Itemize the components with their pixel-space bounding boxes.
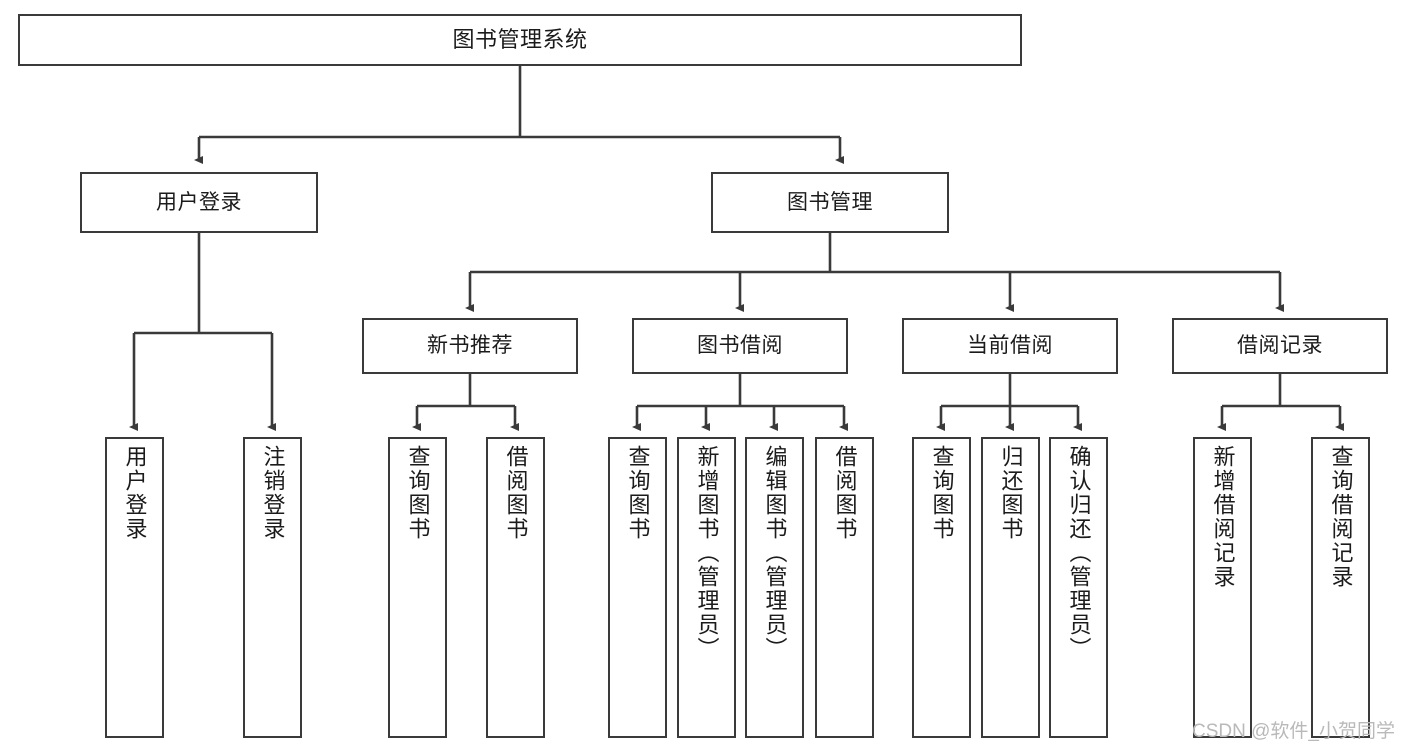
node-root-system[interactable]: 图书管理系统	[18, 14, 1022, 66]
leaf-newbook-borrow-book[interactable]: 借阅图书	[486, 437, 545, 738]
node-label: 图书管理	[787, 190, 873, 214]
leaf-borrow-add-book-admin[interactable]: 新增图书（管理员）	[677, 437, 736, 738]
leaf-user-login-signout[interactable]: 注销登录	[243, 437, 302, 738]
leaf-current-query-book[interactable]: 查询图书	[912, 437, 971, 738]
node-label: 图书借阅	[697, 334, 783, 358]
node-label: 确认归还（管理员）	[1066, 445, 1092, 661]
node-label: 借阅图书	[503, 445, 529, 541]
node-user-login[interactable]: 用户登录	[80, 172, 318, 233]
node-label: 新增图书（管理员）	[694, 445, 720, 661]
node-label: 编辑图书（管理员）	[762, 445, 788, 661]
leaf-borrow-query-book[interactable]: 查询图书	[608, 437, 667, 738]
node-book-borrow[interactable]: 图书借阅	[632, 318, 848, 374]
node-label: 归还图书	[998, 445, 1024, 541]
leaf-borrow-edit-book-admin[interactable]: 编辑图书（管理员）	[745, 437, 804, 738]
leaf-record-add-record[interactable]: 新增借阅记录	[1193, 437, 1252, 738]
node-label: 新书推荐	[427, 334, 513, 358]
node-label: 查询图书	[625, 445, 651, 541]
node-label: 借阅图书	[832, 445, 858, 541]
leaf-current-confirm-return-admin[interactable]: 确认归还（管理员）	[1049, 437, 1108, 738]
csdn-watermark: CSDN @软件_小贺同学	[1192, 721, 1395, 742]
node-label: 查询图书	[405, 445, 431, 541]
node-current-borrow[interactable]: 当前借阅	[902, 318, 1118, 374]
node-borrow-record[interactable]: 借阅记录	[1172, 318, 1388, 374]
node-label: 用户登录	[156, 190, 242, 214]
leaf-newbook-query-book[interactable]: 查询图书	[388, 437, 447, 738]
node-label: 用户登录	[122, 445, 148, 541]
node-label: 查询借阅记录	[1328, 445, 1354, 589]
node-label: 新增借阅记录	[1210, 445, 1236, 589]
leaf-borrow-borrow-book[interactable]: 借阅图书	[815, 437, 874, 738]
node-label: 当前借阅	[967, 334, 1053, 358]
node-label: 借阅记录	[1237, 334, 1323, 358]
leaf-user-login-signin[interactable]: 用户登录	[105, 437, 164, 738]
node-new-book-recommend[interactable]: 新书推荐	[362, 318, 578, 374]
leaf-current-return-book[interactable]: 归还图书	[981, 437, 1040, 738]
leaf-record-query-record[interactable]: 查询借阅记录	[1311, 437, 1370, 738]
node-book-management[interactable]: 图书管理	[711, 172, 949, 233]
node-label: 图书管理系统	[452, 26, 588, 52]
node-label: 注销登录	[260, 445, 286, 541]
node-label: 查询图书	[929, 445, 955, 541]
